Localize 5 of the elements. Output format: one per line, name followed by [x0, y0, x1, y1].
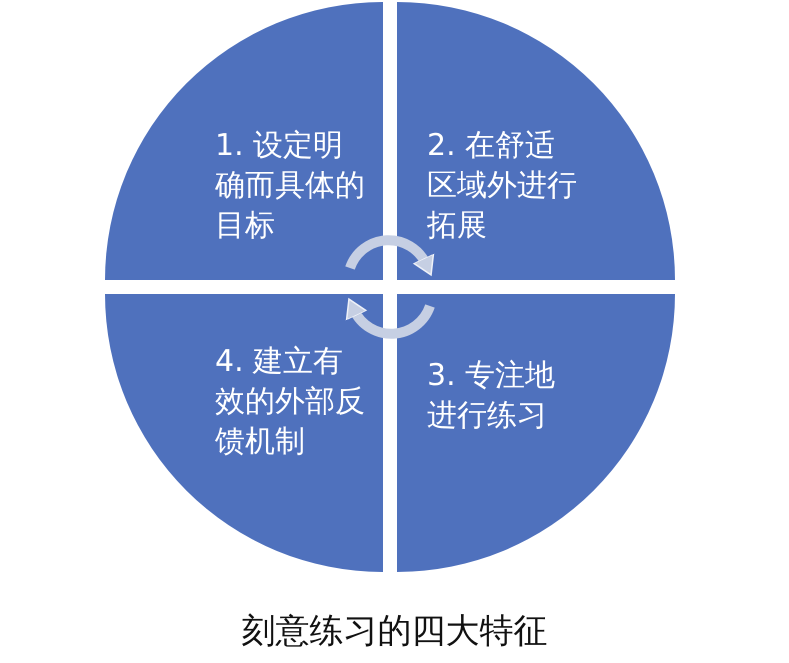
- caption: 刻意练习的四大特征: [242, 611, 548, 651]
- quadrant-label: 1. 设定明确而具体的目标: [215, 127, 365, 245]
- quadrant-label: 3. 专注地进行练习: [427, 357, 556, 435]
- quadrant-label: 2. 在舒适区域外进行拓展: [427, 127, 577, 245]
- quadrant-label: 4. 建立有效的外部反馈机制: [215, 343, 365, 461]
